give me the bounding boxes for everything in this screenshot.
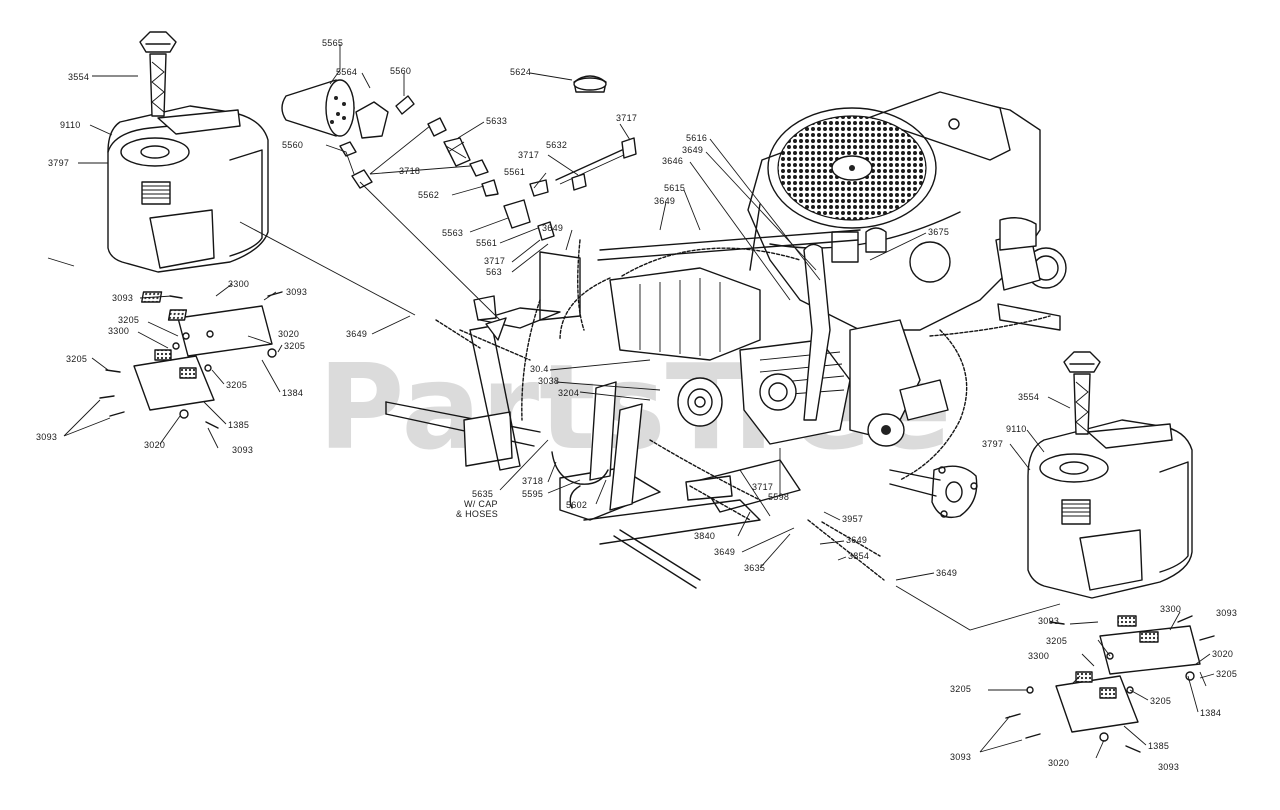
right-fuel-tank[interactable] — [1027, 419, 1193, 599]
part-label: 5560 — [390, 66, 411, 76]
part-label: 5635 — [472, 489, 493, 499]
part-label: 5564 — [336, 67, 357, 77]
part-label: 1385 — [1148, 741, 1169, 751]
part-label: 3093 — [232, 445, 253, 455]
engine[interactable] — [747, 91, 1067, 331]
part-label: 3957 — [842, 514, 863, 524]
part-label: 3020 — [144, 440, 165, 450]
part-label: 3093 — [36, 432, 57, 442]
part-label: 3649 — [936, 568, 957, 578]
hydrostatic-transmission[interactable] — [609, 243, 978, 519]
part-label: 3093 — [1216, 608, 1237, 618]
part-label: 3649 — [346, 329, 367, 339]
part-label: 3205 — [284, 341, 305, 351]
leader-lines — [63, 44, 1215, 759]
part-label: 30.4 — [530, 364, 549, 374]
chassis-frame[interactable] — [385, 229, 1061, 589]
part-label: 3093 — [1038, 616, 1059, 626]
part-label: 3205 — [1046, 636, 1067, 646]
part-label: 9110 — [1006, 424, 1027, 434]
right-gas-cap[interactable] — [1063, 351, 1101, 435]
part-labels: 5565 5564 5560 5624 5633 3717 5632 5560 … — [36, 38, 1237, 772]
part-label: 5598 — [768, 492, 789, 502]
left-gas-cap[interactable] — [139, 31, 177, 117]
part-label: 3204 — [558, 388, 579, 398]
right-tank-bracket[interactable] — [1005, 615, 1215, 753]
part-label: 3205 — [66, 354, 87, 364]
part-label: 3717 — [752, 482, 773, 492]
part-label: 3093 — [112, 293, 133, 303]
part-label: 5633 — [486, 116, 507, 126]
part-label: 3020 — [278, 329, 299, 339]
part-label: 3649 — [542, 223, 563, 233]
part-label: 3554 — [68, 72, 89, 82]
part-label: 3797 — [48, 158, 69, 168]
part-label: 5562 — [418, 190, 439, 200]
part-label: 5565 — [322, 38, 343, 48]
part-label: 3797 — [982, 439, 1003, 449]
part-label: 3854 — [848, 551, 869, 561]
part-label: 3205 — [226, 380, 247, 390]
fuel-filter-assembly[interactable] — [281, 75, 637, 241]
part-label: 1385 — [228, 420, 249, 430]
part-label: 3649 — [654, 196, 675, 206]
part-label: 3718 — [522, 476, 543, 486]
part-label: 3717 — [518, 150, 539, 160]
part-label: 3020 — [1048, 758, 1069, 768]
part-label: 3675 — [928, 227, 949, 237]
part-label: 5561 — [504, 167, 525, 177]
part-label: 3038 — [538, 376, 559, 386]
part-label: 3020 — [1212, 649, 1233, 659]
part-label: 3635 — [744, 563, 765, 573]
part-label: 5563 — [442, 228, 463, 238]
part-label: 3205 — [1216, 669, 1237, 679]
part-label: 3300 — [1028, 651, 1049, 661]
part-label: 1384 — [1200, 708, 1221, 718]
part-label: 3300 — [228, 279, 249, 289]
part-label: 563 — [486, 267, 502, 277]
part-label: & HOSES — [456, 509, 498, 519]
drive-chains — [435, 239, 1051, 581]
part-label: 3093 — [286, 287, 307, 297]
part-label: 1384 — [282, 388, 303, 398]
part-label: 5616 — [686, 133, 707, 143]
part-label: 3717 — [484, 256, 505, 266]
part-label: 3649 — [714, 547, 735, 557]
part-label: 3205 — [118, 315, 139, 325]
part-label: 3093 — [1158, 762, 1179, 772]
part-label: 5632 — [546, 140, 567, 150]
part-label: 3205 — [1150, 696, 1171, 706]
part-label: 5615 — [664, 183, 685, 193]
part-label: W/ CAP — [464, 499, 498, 509]
part-label: 3554 — [1018, 392, 1039, 402]
part-label: 3649 — [846, 535, 867, 545]
part-label: 5595 — [522, 489, 543, 499]
part-label: 3717 — [616, 113, 637, 123]
part-label: 3649 — [682, 145, 703, 155]
part-label: 9110 — [60, 120, 81, 130]
part-label: 5561 — [476, 238, 497, 248]
part-label: 5624 — [510, 67, 531, 77]
part-label: 3718 — [399, 166, 420, 176]
part-label: 3300 — [1160, 604, 1181, 614]
left-fuel-tank[interactable] — [107, 105, 269, 273]
part-label: 3840 — [694, 531, 715, 541]
part-label: 5560 — [282, 140, 303, 150]
part-label: 3646 — [662, 156, 683, 166]
part-label: 5602 — [566, 500, 587, 510]
part-label: 3093 — [950, 752, 971, 762]
left-tank-bracket[interactable] — [99, 291, 283, 429]
part-label: 3205 — [950, 684, 971, 694]
part-label: 3300 — [108, 326, 129, 336]
